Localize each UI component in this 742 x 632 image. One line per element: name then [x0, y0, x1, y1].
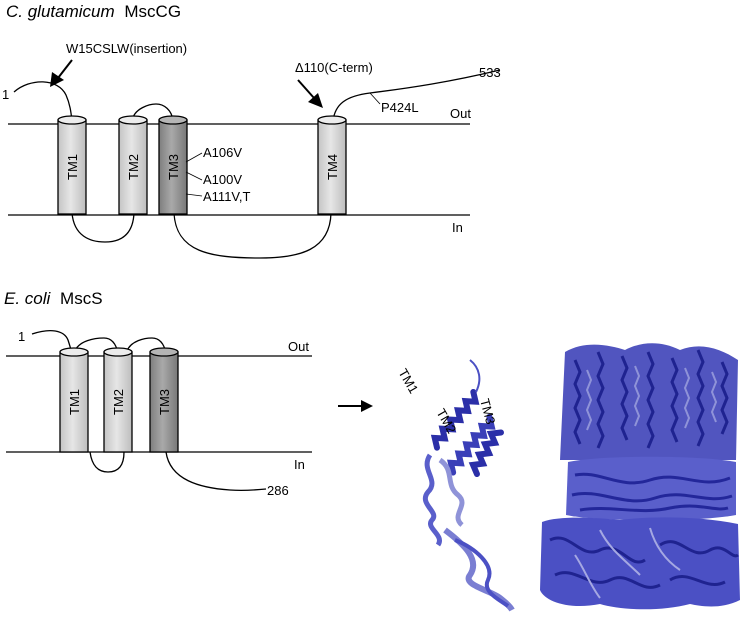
- panel-a-tm2-label: TM2: [126, 154, 141, 180]
- monomer-loop: [469, 359, 481, 393]
- panel-a-tm3-label: TM3: [166, 154, 181, 180]
- panel-a-insertion-label: W15CSLW(insertion): [66, 41, 187, 56]
- monomer-tm3-ribbon: [468, 429, 504, 478]
- monomer-tm3-label: TM3: [477, 397, 498, 426]
- panel-b-tm2-helix: TM2: [103, 347, 133, 453]
- panel-b-tm2-label: TM2: [111, 389, 126, 415]
- panel-b-loop-tm2-tm3: [125, 337, 167, 354]
- panel-a-deletion-label: Δ110(C-term): [295, 60, 373, 75]
- panel-b: E. coli MscS Out In TM1 TM2 TM3 1 286: [4, 289, 312, 498]
- panel-a-loop-tm2-tm3: [131, 103, 174, 122]
- monomer-middle-domain-2: [438, 457, 465, 527]
- panel-b-loop-tm2-lower: [89, 451, 125, 473]
- panel-a-n-terminus-loop: [13, 81, 73, 122]
- panel-a-title: C. glutamicum MscCG: [6, 2, 181, 21]
- mscs-heptamer-structure: [540, 343, 740, 610]
- panel-a-tm4-label: TM4: [325, 154, 340, 180]
- panel-b-tm1-helix: TM1: [59, 347, 89, 453]
- panel-a-in-label: In: [452, 220, 463, 235]
- structure-pointer-arrow: [338, 400, 373, 412]
- panel-a-insertion-arrow: [50, 59, 73, 87]
- panel-a-species: C. glutamicum: [6, 2, 115, 21]
- panel-a-tm4-helix: TM4: [317, 115, 347, 215]
- panel-a-tm1-helix: TM1: [57, 115, 87, 215]
- panel-b-tm1-label: TM1: [67, 389, 82, 415]
- panel-a-p424l-leader: [369, 92, 381, 105]
- panel-a-end-label: 533: [479, 65, 501, 80]
- panel-a-a106v-leader: [185, 152, 203, 163]
- panel-a-p424l-label: P424L: [381, 100, 419, 115]
- panel-b-tm3-helix: TM3: [149, 347, 179, 453]
- panel-a-loop-tm3-tm4: [173, 212, 332, 259]
- panel-a-c-terminus: [332, 69, 501, 122]
- monomer-c-domain-2: [454, 538, 510, 608]
- panel-a-a111-leader: [185, 193, 203, 197]
- heptamer-cage-highlights: [574, 527, 681, 599]
- panel-a-tm1-label: TM1: [65, 154, 80, 180]
- panel-b-protein: MscS: [60, 289, 103, 308]
- heptamer-tm-helices: [573, 349, 729, 449]
- panel-a-deletion-arrow: [297, 79, 323, 108]
- panel-b-species: E. coli: [4, 289, 52, 308]
- heptamer-cage-strands: [549, 536, 739, 589]
- panel-a-protein: MscCG: [124, 2, 181, 21]
- monomer-tm1-label: TM1: [395, 366, 421, 396]
- panel-b-title: E. coli MscS: [4, 289, 103, 308]
- heptamer-middle-strands: [571, 472, 733, 513]
- monomer-tm1-ribbon: [430, 388, 480, 451]
- panel-a-a100v-leader: [185, 171, 203, 181]
- panel-a-a100v-label: A100V: [203, 172, 242, 187]
- panel-a-a106v-label: A106V: [203, 145, 242, 160]
- panel-a-tm3-helix: TM3: [158, 115, 188, 215]
- heptamer-middle-ring: [566, 456, 736, 521]
- panel-a-a111-label: A111V,T: [203, 189, 251, 204]
- panel-a-loop-tm1-tm2: [71, 212, 135, 243]
- panel-a-out-label: Out: [450, 106, 471, 121]
- panel-b-start-label: 1: [18, 329, 25, 344]
- heptamer-tm-highlights: [585, 365, 718, 431]
- monomer-middle-domain: [423, 453, 442, 547]
- monomer-tm2-ribbon: [447, 413, 496, 476]
- panel-b-c-terminus: [165, 451, 267, 492]
- panel-b-tm3-label: TM3: [157, 389, 172, 415]
- panel-b-in-label: In: [294, 457, 305, 472]
- panel-a-tm2-helix: TM2: [118, 115, 148, 215]
- panel-b-out-label: Out: [288, 339, 309, 354]
- panel-a-start-label: 1: [2, 87, 9, 102]
- panel-a: C. glutamicum MscCG Out In TM1 TM2 TM3: [2, 2, 501, 259]
- panel-b-end-label: 286: [267, 483, 289, 498]
- mscs-monomer-structure: TM1 TM2 TM3: [395, 359, 515, 612]
- panel-b-loop-tm1-tm2: [73, 337, 119, 354]
